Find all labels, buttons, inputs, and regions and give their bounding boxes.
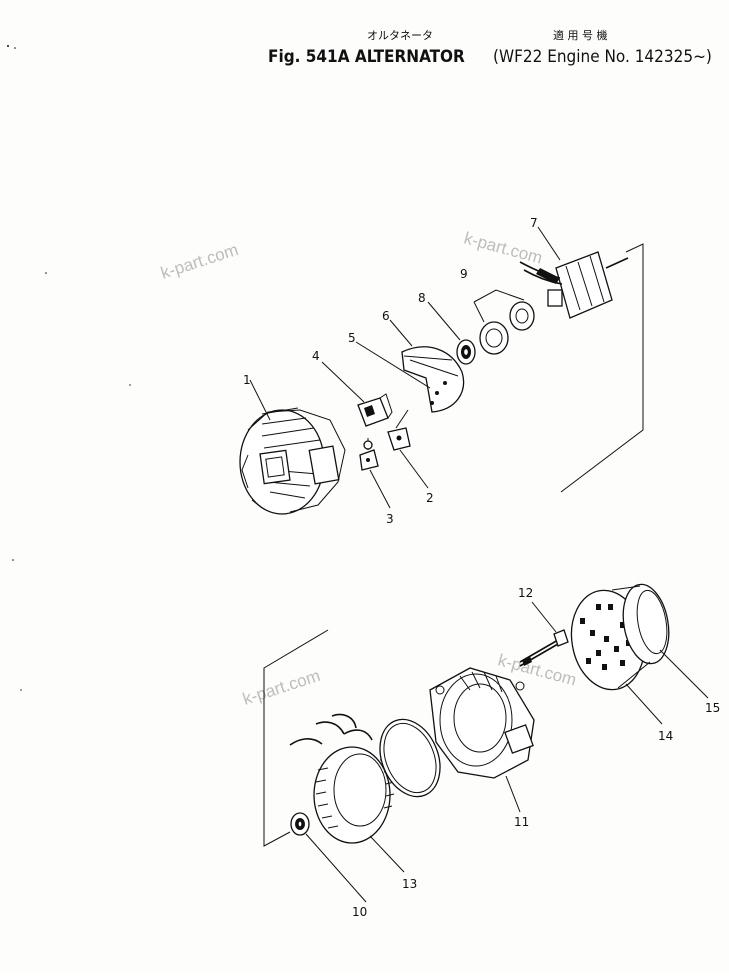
o-ring [379, 718, 441, 798]
kana-applicable: 適 用 号 機 [553, 28, 608, 42]
leader-1 [249, 379, 271, 421]
watermark: k-part.com [462, 229, 544, 268]
callout-2: 2 [426, 491, 434, 505]
callout-11: 11 [514, 815, 529, 829]
part-13-stator [289, 713, 395, 844]
part-11-front-housing [429, 667, 535, 779]
part-12-through-bolt [519, 629, 569, 667]
applicable-engine: (WF22 Engine No. 142325~) [493, 47, 712, 67]
callout-1: 1 [243, 373, 251, 387]
leader-15 [659, 649, 709, 699]
scan-specks [7, 45, 131, 691]
callout-13: 13 [402, 877, 417, 891]
assembly-bracket-lower [263, 629, 329, 847]
callout-10: 10 [352, 905, 367, 919]
leader-6 [389, 319, 413, 347]
callout-4: 4 [312, 349, 320, 363]
callout-3: 3 [386, 512, 394, 526]
leader-11 [505, 775, 521, 813]
callout-12: 12 [518, 586, 533, 600]
leader-7 [537, 226, 561, 261]
assembly-bracket-upper [560, 243, 644, 493]
part-1-rear-housing [239, 407, 346, 515]
leader-5 [355, 341, 431, 389]
callout-5: 5 [348, 331, 356, 345]
part-10-bearing [290, 812, 310, 836]
callout-6: 6 [382, 309, 390, 323]
callout-7: 7 [530, 216, 538, 230]
leader-14 [625, 683, 663, 725]
part-9-bushing [473, 289, 535, 355]
part-7-rotor [519, 251, 629, 319]
leader-2 [399, 449, 429, 489]
callout-15: 15 [705, 701, 720, 715]
watermark: k-part.com [240, 666, 322, 709]
part-2-terminal-clip [387, 409, 411, 451]
callout-9: 9 [460, 267, 468, 281]
callout-14: 14 [658, 729, 673, 743]
watermark: k-part.com [158, 240, 240, 283]
part-6-cover-plate [401, 346, 465, 413]
figure-title: Fig. 541A ALTERNATOR [268, 47, 465, 67]
leader-13 [369, 835, 405, 873]
callout-8: 8 [418, 291, 426, 305]
leader-4 [321, 361, 365, 403]
part-8-bearing [456, 339, 476, 365]
part-3-terminal-clip [359, 438, 379, 471]
leader-3 [369, 469, 391, 509]
leader-12 [531, 601, 557, 633]
part-15-pulley [611, 583, 670, 689]
kana-title: オルタネータ [367, 29, 433, 42]
part-4-brush-holder [357, 393, 393, 427]
leader-10 [305, 833, 367, 903]
leader-8 [427, 301, 461, 341]
